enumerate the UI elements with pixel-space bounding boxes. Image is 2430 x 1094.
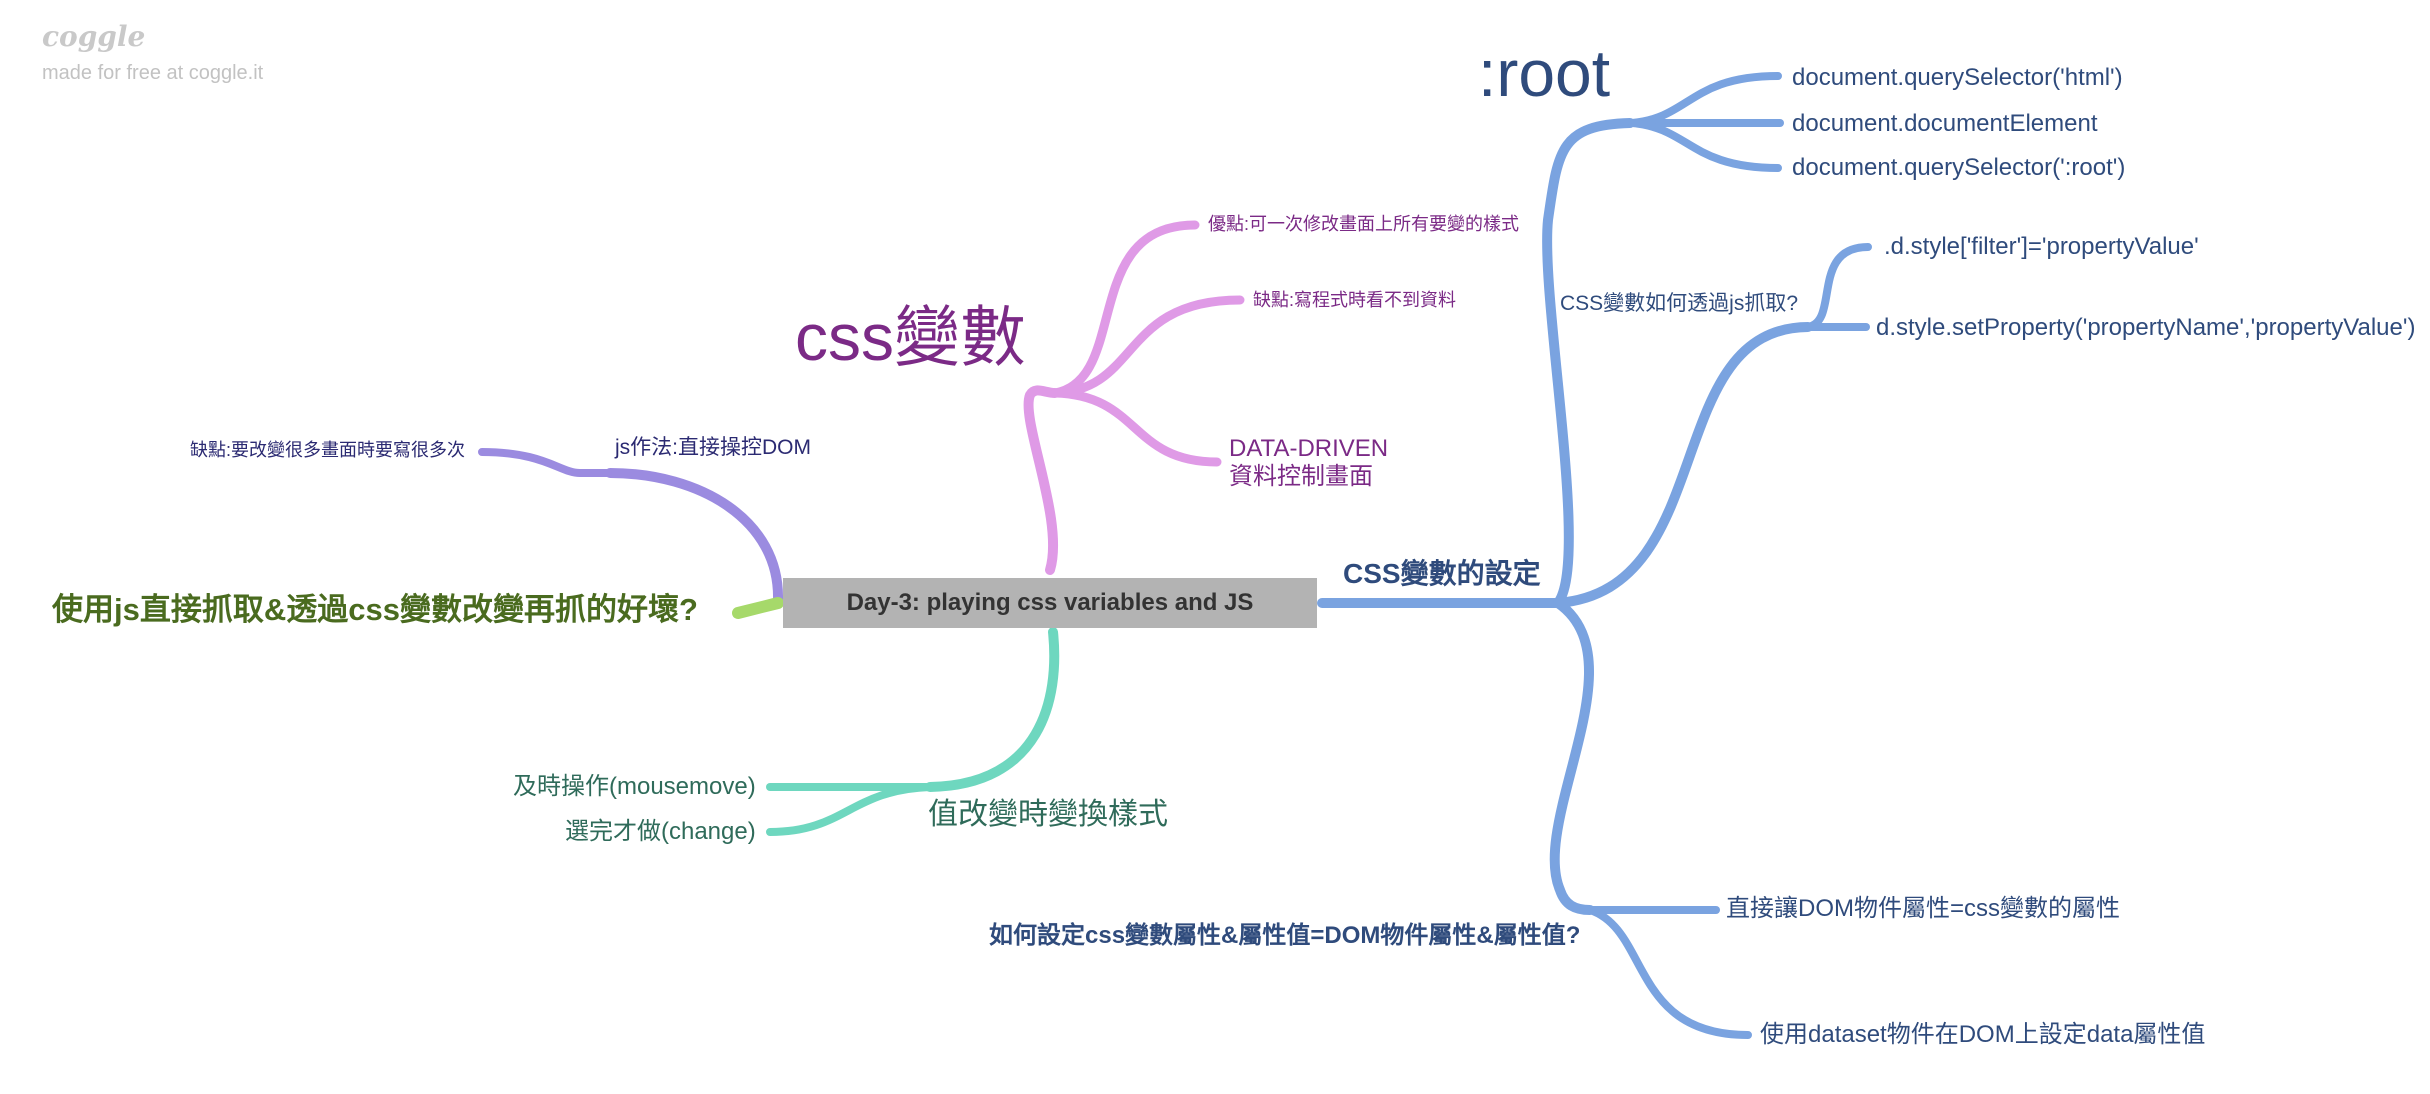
branch-blue-root-3 (1628, 119, 1782, 172)
node-js-get[interactable]: CSS變數如何透過js抓取? (1560, 292, 1799, 315)
node-set-attr-item-2[interactable]: 使用dataset物件在DOM上設定data屬性值 (1760, 1021, 2206, 1048)
branch-pink-3 (1050, 388, 1222, 467)
branch-pink-1 (1050, 220, 1200, 398)
node-teal-item-change[interactable]: 選完才做(change) (565, 818, 756, 845)
node-js-dom[interactable]: js作法:直接操控DOM (615, 436, 811, 459)
coggle-tagline: made for free at coggle.it (42, 62, 264, 84)
node-css-variable-settings[interactable]: CSS變數的設定 (1343, 558, 1541, 589)
node-pink-item-data-driven[interactable]: DATA-DRIVEN (1229, 435, 1389, 462)
branch-blue-root-1 (1628, 72, 1782, 127)
node-teal-item-mousemove[interactable]: 及時操作(mousemove) (513, 773, 756, 800)
node-root-item-2[interactable]: document.documentElement (1792, 110, 2098, 137)
branch-pink-main (1023, 385, 1060, 575)
node-set-attr[interactable]: 如何設定css變數屬性&屬性值=DOM物件屬性&屬性值? (989, 922, 1581, 949)
node-root-item-1[interactable]: document.querySelector('html') (1792, 64, 2123, 91)
node-pink-item-data-control[interactable]: 資料控制畫面 (1229, 463, 1373, 490)
branch-blue-setattr-2 (1586, 906, 1752, 1039)
node-value-change[interactable]: 值改變時變換樣式 (928, 798, 1168, 831)
node-pink-item-cons[interactable]: 缺點:寫程式時看不到資料 (1253, 290, 1456, 310)
node-pros-cons-question[interactable]: 使用js直接抓取&透過css變數改變再抓的好壞? (52, 592, 698, 627)
coggle-logo: coggle (42, 20, 146, 53)
branch-purple-main (605, 468, 784, 605)
branch-blue-jsget-1 (1804, 243, 1872, 331)
branch-blue-jsget (1553, 322, 1813, 608)
branch-blue-root (1542, 118, 1635, 608)
node-css-variables[interactable]: css變數 (795, 300, 1026, 374)
node-js-get-item-2[interactable]: d.style.setProperty('propertyName','prop… (1876, 314, 2416, 341)
branch-green-main (732, 597, 784, 619)
node-js-get-item-1[interactable]: .d.style['filter']='propertyValue' (1884, 233, 2199, 260)
node-root-item-3[interactable]: document.querySelector(':root') (1792, 154, 2126, 181)
node-root[interactable]: :root (1478, 36, 1611, 110)
branch-teal-main (925, 627, 1060, 792)
node-js-dom-cons[interactable]: 缺點:要改變很多畫面時要寫很多次 (190, 440, 465, 460)
branch-pink-2 (1050, 295, 1245, 398)
branch-blue-setattr (1549, 598, 1595, 915)
node-set-attr-item-1[interactable]: 直接讓DOM物件屬性=css變數的屬性 (1726, 895, 2121, 922)
central-topic[interactable]: Day-3: playing css variables and JS (783, 578, 1317, 628)
branch-purple-1 (478, 448, 612, 477)
branch-teal-2 (766, 783, 934, 836)
node-pink-item-pros[interactable]: 優點:可一次修改畫面上所有要變的樣式 (1208, 214, 1519, 234)
